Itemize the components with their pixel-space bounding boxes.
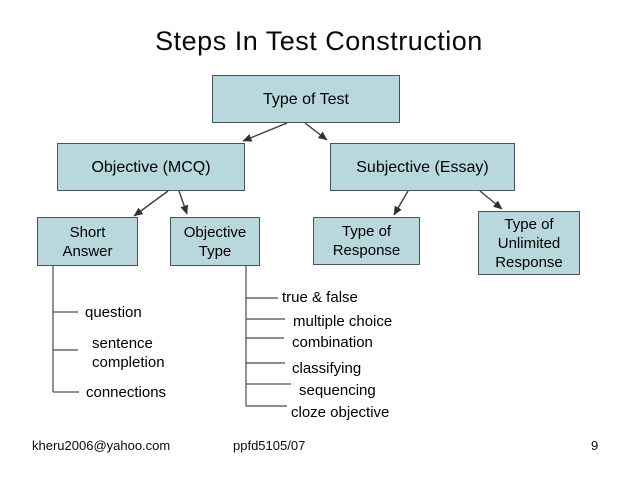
leaf-sentence-completion: sentence completion (92, 335, 165, 371)
leaf-connections: connections (86, 384, 167, 401)
node-type-of-response: Type of Response (313, 217, 420, 265)
leaf-multiple-choice: multiple choice (293, 313, 393, 330)
slide-title: Steps In Test Construction (155, 26, 483, 56)
leaf-cloze-objective: cloze objective (291, 404, 390, 421)
connector-root-to-objective (242, 122, 288, 142)
connector-objective-to-objective-type (178, 190, 188, 215)
leaf-combination: combination (292, 334, 373, 351)
node-objective-mcq: Objective (MCQ) (57, 143, 245, 191)
node-short-answer: Short Answer (37, 217, 138, 266)
connector-subjective-to-unlimited-response (479, 190, 503, 210)
node-objective-type: Objective Type (170, 217, 260, 266)
connector-subjective-to-type-of-response (393, 190, 409, 216)
footer-course-code: ppfd5105/07 (233, 438, 306, 453)
footer-email: kheru2006@yahoo.com (32, 438, 171, 453)
node-type-of-unlimited-response: Type of Unlimited Response (478, 211, 580, 275)
footer-page-number: 9 (591, 438, 599, 453)
leaf-question: question (85, 304, 142, 321)
leaf-true-false: true & false (282, 289, 358, 306)
connector-root-to-subjective (304, 122, 328, 141)
node-type-of-test: Type of Test (212, 75, 400, 123)
node-subjective-essay: Subjective (Essay) (330, 143, 515, 191)
connector-objective-to-short-answer (133, 190, 169, 217)
leaf-sequencing: sequencing (299, 382, 376, 399)
leaf-classifying: classifying (292, 360, 362, 377)
